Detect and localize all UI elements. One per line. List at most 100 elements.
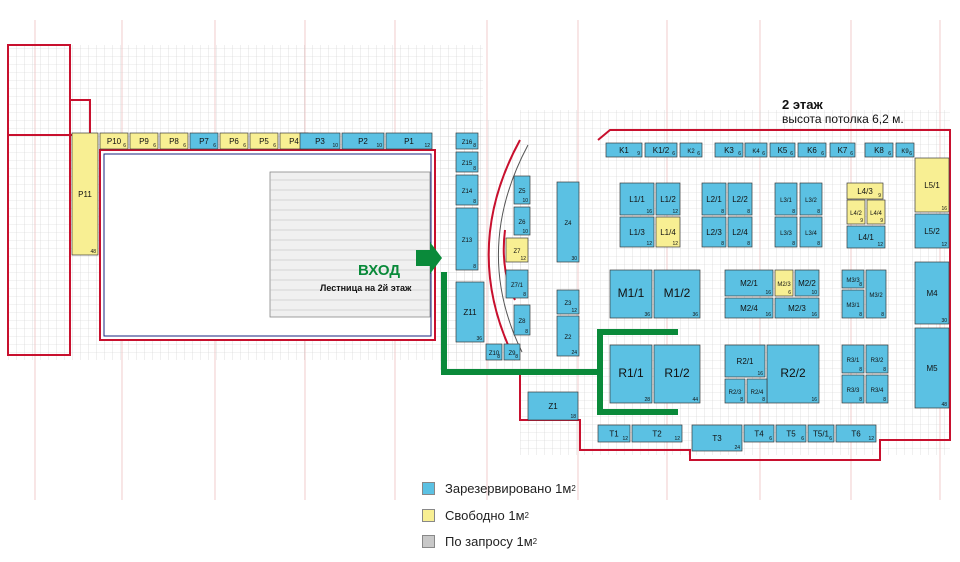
stand-box[interactable] bbox=[556, 315, 580, 357]
stand-box[interactable] bbox=[724, 344, 766, 378]
stand-box[interactable] bbox=[655, 216, 681, 248]
stand-l3-2[interactable]: L3/28 bbox=[799, 182, 823, 216]
stand-box[interactable] bbox=[556, 289, 580, 315]
stand-box[interactable] bbox=[794, 269, 820, 297]
stand-l2-4[interactable]: L2/48 bbox=[727, 216, 753, 248]
stand-box[interactable] bbox=[505, 269, 529, 299]
stand-l1-3[interactable]: L1/312 bbox=[619, 216, 655, 248]
stand-box[interactable] bbox=[866, 199, 886, 225]
stand-box[interactable] bbox=[841, 374, 865, 404]
stand-m3-3[interactable]: M3/38 bbox=[841, 269, 865, 289]
stand-l4-2[interactable]: L4/29 bbox=[846, 199, 866, 225]
stand-box[interactable] bbox=[724, 269, 774, 297]
stand-l2-1[interactable]: L2/18 bbox=[701, 182, 727, 216]
stand-box[interactable] bbox=[485, 343, 503, 361]
stand-box[interactable] bbox=[914, 327, 950, 409]
stand-box[interactable] bbox=[631, 424, 683, 443]
stand-r1-1[interactable]: R1/128 bbox=[609, 344, 653, 404]
stand-box[interactable] bbox=[724, 297, 774, 319]
stand-box[interactable] bbox=[807, 424, 835, 443]
stand-t5[interactable]: T56 bbox=[775, 424, 807, 443]
stand-l5-1[interactable]: L5/116 bbox=[914, 157, 950, 213]
stand-m3-2[interactable]: M3/28 bbox=[865, 269, 887, 319]
stand-box[interactable] bbox=[797, 142, 827, 158]
stand-box[interactable] bbox=[653, 269, 701, 319]
stand-box[interactable] bbox=[249, 132, 279, 150]
stand-box[interactable] bbox=[774, 182, 798, 216]
stand-m2-1[interactable]: M2/116 bbox=[724, 269, 774, 297]
stand-box[interactable] bbox=[503, 343, 521, 361]
stand-box[interactable] bbox=[653, 344, 701, 404]
stand-box[interactable] bbox=[846, 199, 866, 225]
stand-r3-3[interactable]: R3/38 bbox=[841, 374, 865, 404]
stand-box[interactable] bbox=[775, 424, 807, 443]
stand-box[interactable] bbox=[895, 142, 915, 158]
stand-l1-4[interactable]: L1/412 bbox=[655, 216, 681, 248]
stand-box[interactable] bbox=[841, 344, 865, 374]
stand-box[interactable] bbox=[727, 182, 753, 216]
stand-box[interactable] bbox=[505, 237, 529, 263]
stand-box[interactable] bbox=[846, 225, 886, 249]
stand-box[interactable] bbox=[914, 157, 950, 213]
stand-l3-1[interactable]: L3/18 bbox=[774, 182, 798, 216]
stand-box[interactable] bbox=[835, 424, 877, 443]
stand-box[interactable] bbox=[299, 132, 341, 150]
stand-box[interactable] bbox=[455, 207, 479, 271]
stand-z7-1[interactable]: Z7/18 bbox=[505, 269, 529, 299]
stand-m2-2[interactable]: M2/210 bbox=[794, 269, 820, 297]
stand-box[interactable] bbox=[701, 182, 727, 216]
stand-box[interactable] bbox=[841, 269, 865, 289]
stand-l4-1[interactable]: L4/112 bbox=[846, 225, 886, 249]
stand-l5-2[interactable]: L5/212 bbox=[914, 213, 950, 249]
stand-box[interactable] bbox=[341, 132, 385, 150]
stand-box[interactable] bbox=[914, 213, 950, 249]
stand-box[interactable] bbox=[513, 175, 531, 205]
stand-box[interactable] bbox=[799, 216, 823, 248]
stand-box[interactable] bbox=[774, 216, 798, 248]
stand-l3-4[interactable]: L3/48 bbox=[799, 216, 823, 248]
stand-box[interactable] bbox=[841, 289, 865, 319]
stand-box[interactable] bbox=[619, 216, 655, 248]
stand-z8[interactable]: Z88 bbox=[513, 304, 531, 336]
stand-m3-1[interactable]: M3/18 bbox=[841, 289, 865, 319]
stand-r2-2[interactable]: R2/216 bbox=[766, 344, 820, 404]
stand-l2-3[interactable]: L2/38 bbox=[701, 216, 727, 248]
stand-m2-3[interactable]: M2/36 bbox=[774, 269, 794, 297]
stand-r2-3[interactable]: R2/38 bbox=[724, 378, 746, 404]
stand-box[interactable] bbox=[609, 344, 653, 404]
stand-box[interactable] bbox=[513, 206, 531, 236]
stand-box[interactable] bbox=[769, 142, 796, 158]
stand-box[interactable] bbox=[513, 304, 531, 336]
stand-box[interactable] bbox=[691, 424, 743, 452]
stand-box[interactable] bbox=[746, 378, 768, 404]
stand-box[interactable] bbox=[724, 378, 746, 404]
stand-m1-1[interactable]: M1/136 bbox=[609, 269, 653, 319]
stand-box[interactable] bbox=[609, 269, 653, 319]
stand-l4-4[interactable]: L4/49 bbox=[866, 199, 886, 225]
